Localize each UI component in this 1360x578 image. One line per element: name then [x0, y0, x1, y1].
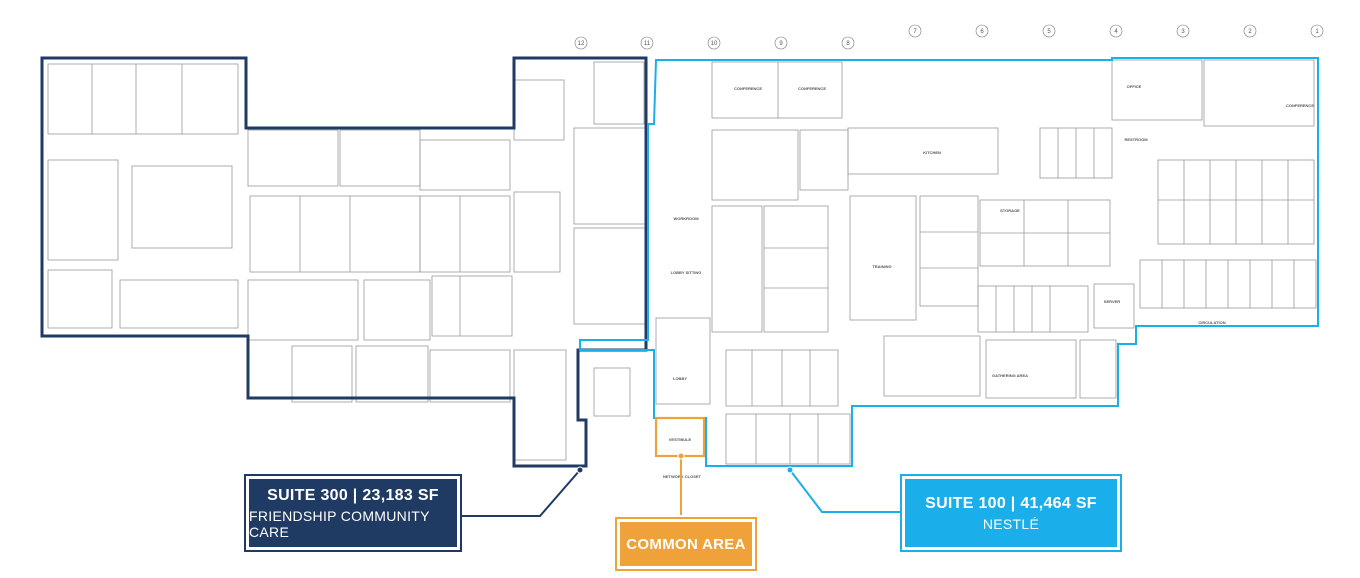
suite-300-tenant: FRIENDSHIP COMMUNITY CARE [249, 507, 430, 540]
grid-marker-3: 3 [1176, 24, 1190, 38]
svg-text:5: 5 [1047, 29, 1051, 35]
suite-100-tenant: NESTLÉ [982, 515, 1040, 532]
room-label: LOBBY SITTING [671, 270, 702, 275]
svg-text:2: 2 [1248, 29, 1252, 35]
room-label: CONFERENCE [734, 86, 762, 91]
svg-text:8: 8 [846, 41, 850, 47]
room-label: CONFERENCE [798, 86, 826, 91]
room-label: RESTROOM [1124, 137, 1148, 142]
suite-300-leader [462, 469, 581, 517]
room-label: KITCHEN [923, 150, 941, 155]
room-label: CONFERENCE [1286, 103, 1314, 108]
suite-100-title: SUITE 100 | 41,464 SF [925, 494, 1097, 512]
grid-marker-8: 8 [841, 36, 855, 50]
room-label: SERVER [1104, 299, 1120, 304]
svg-text:3: 3 [1181, 29, 1185, 35]
common-area-callout: COMMON AREA [615, 517, 757, 571]
grid-marker-2: 2 [1243, 24, 1257, 38]
room-label: STORAGE [1000, 208, 1020, 213]
room-label: NETWORK CLOSET [663, 474, 702, 479]
suite-100-callout: SUITE 100 | 41,464 SF NESTLÉ [900, 474, 1122, 552]
room-label: TRAINING [872, 264, 891, 269]
interior-walls [47, 59, 1317, 465]
suite-300-title: SUITE 300 | 23,183 SF [267, 486, 439, 504]
suite-300-callout: SUITE 300 | 23,183 SF FRIENDSHIP COMMUNI… [244, 474, 462, 552]
room-label: VESTIBULE [669, 437, 692, 442]
suite-100-leader [789, 469, 900, 513]
suite-300-boundary [40, 56, 648, 468]
grid-marker-6: 6 [975, 24, 989, 38]
svg-text:12: 12 [578, 41, 585, 47]
grid-marker-1: 1 [1310, 24, 1324, 38]
svg-text:10: 10 [711, 41, 718, 47]
grid-marker-12: 12 [574, 36, 588, 50]
suite-100-boundary [579, 57, 1319, 467]
column-grid-markers: 12 11 10 9 8 7 6 5 4 3 2 1 [574, 24, 1324, 50]
grid-marker-10: 10 [707, 36, 721, 50]
room-label: CIRCULATION [1198, 320, 1225, 325]
svg-text:1: 1 [1315, 29, 1319, 35]
callout-leaders [462, 452, 900, 517]
grid-marker-7: 7 [908, 24, 922, 38]
room-label: OFFICE [1127, 84, 1142, 89]
grid-marker-5: 5 [1042, 24, 1056, 38]
common-area-title: COMMON AREA [626, 535, 746, 553]
svg-text:9: 9 [779, 41, 783, 47]
room-label: WORKROOM [673, 216, 699, 221]
grid-marker-9: 9 [774, 36, 788, 50]
svg-text:11: 11 [644, 41, 651, 47]
room-labels: CONFERENCE CONFERENCE KITCHEN WORKROOM L… [663, 84, 1314, 479]
grid-marker-11: 11 [640, 36, 654, 50]
svg-text:7: 7 [913, 29, 917, 35]
svg-text:6: 6 [980, 29, 984, 35]
room-label: LOBBY [673, 376, 687, 381]
room-label: GATHERING AREA [992, 373, 1028, 378]
grid-marker-4: 4 [1109, 24, 1123, 38]
svg-text:4: 4 [1114, 29, 1118, 35]
